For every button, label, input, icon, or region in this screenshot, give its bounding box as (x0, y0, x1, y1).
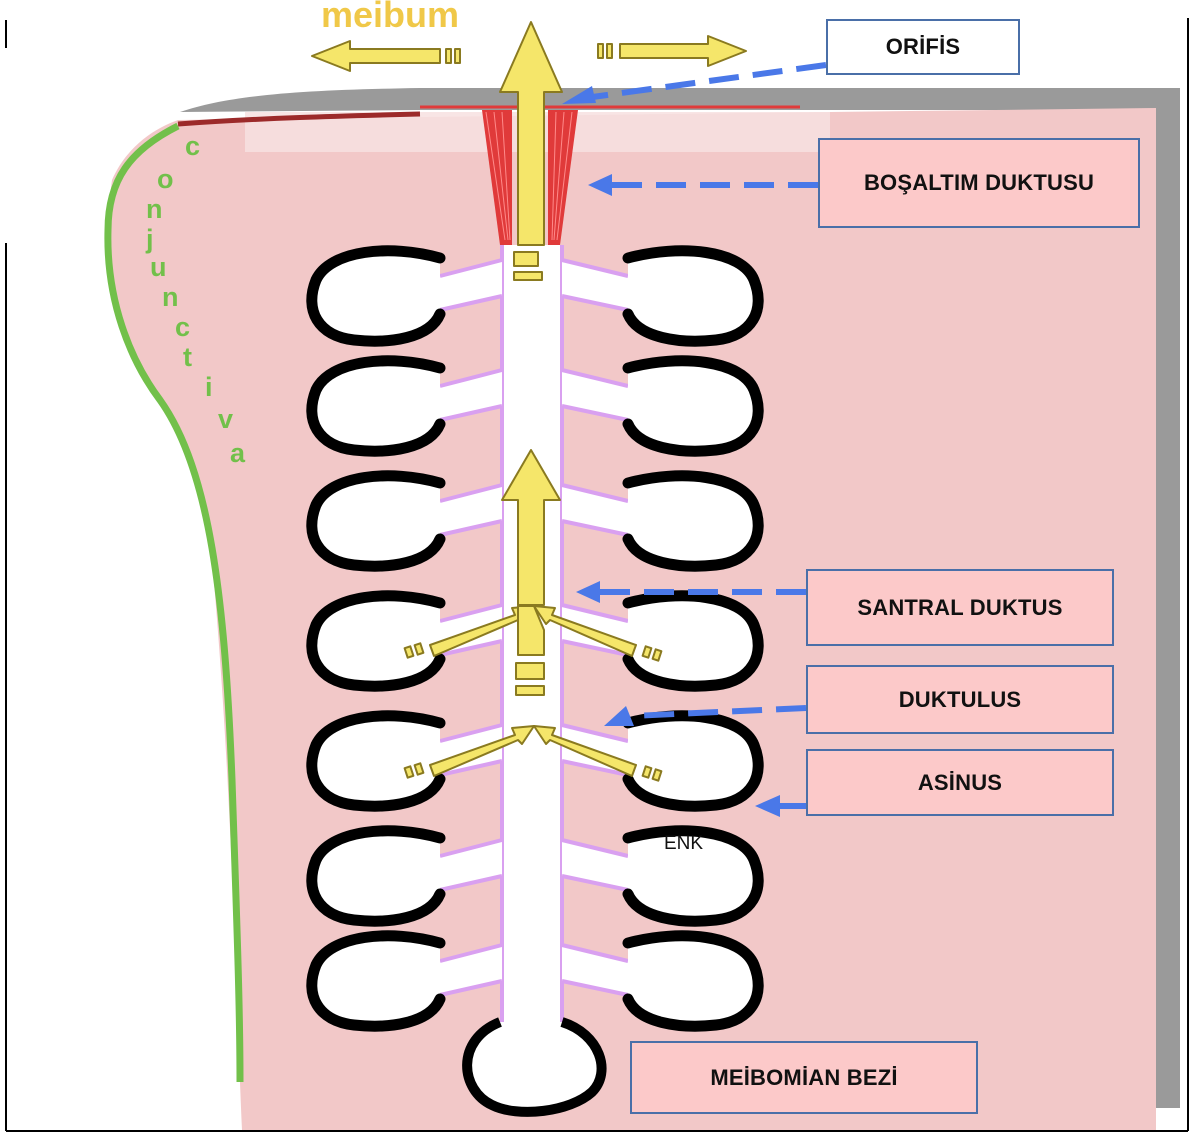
label-orifis: ORİFİS (826, 19, 1020, 75)
svg-text:u: u (150, 252, 167, 282)
meibum-arrow-right-dash2 (607, 44, 612, 58)
acinus-right-2 (628, 361, 758, 451)
meibum-arrow-left (312, 41, 440, 71)
svg-text:n: n (162, 282, 179, 312)
svg-text:c: c (185, 131, 200, 161)
label-duktulus: DUKTULUS (806, 665, 1114, 734)
svg-text:a: a (230, 438, 246, 468)
acinus-right-4 (628, 596, 758, 686)
acinus-left-4 (312, 596, 440, 686)
meibum-arrow-left-dash2 (455, 49, 460, 63)
svg-text:j: j (145, 224, 154, 254)
acinus-left-3 (312, 476, 440, 566)
label-meibomian-bezi: MEİBOMİAN BEZİ (630, 1041, 978, 1114)
svg-text:v: v (218, 404, 233, 434)
svg-text:c: c (175, 312, 190, 342)
acinus-right-5 (628, 716, 758, 806)
meibum-arrow-right-dash1 (598, 44, 603, 58)
label-bosaltim-duktusu: BOŞALTIM DUKTUSU (818, 138, 1140, 228)
enk-label: ENK (664, 833, 703, 854)
meibum-arrow-right (620, 36, 746, 66)
label-santral-duktus: SANTRAL DUKTUS (806, 569, 1114, 646)
acinus-left-2 (312, 361, 440, 451)
svg-text:n: n (146, 194, 163, 224)
label-asinus: ASİNUS (806, 749, 1114, 816)
acinus-right-1 (628, 251, 758, 341)
meibum-label: meibum (321, 0, 459, 35)
acinus-right-7 (628, 936, 758, 1026)
terminal-acinus (467, 1022, 601, 1112)
acinus-left-7 (312, 936, 440, 1026)
svg-text:o: o (157, 164, 174, 194)
meibum-arrow-left-dash1 (446, 49, 451, 63)
svg-text:i: i (205, 372, 213, 402)
acinus-right-3 (628, 476, 758, 566)
acinus-left-6 (312, 831, 440, 921)
acinus-left-1 (312, 251, 440, 341)
acinus-left-5 (312, 716, 440, 806)
svg-text:t: t (183, 342, 192, 372)
